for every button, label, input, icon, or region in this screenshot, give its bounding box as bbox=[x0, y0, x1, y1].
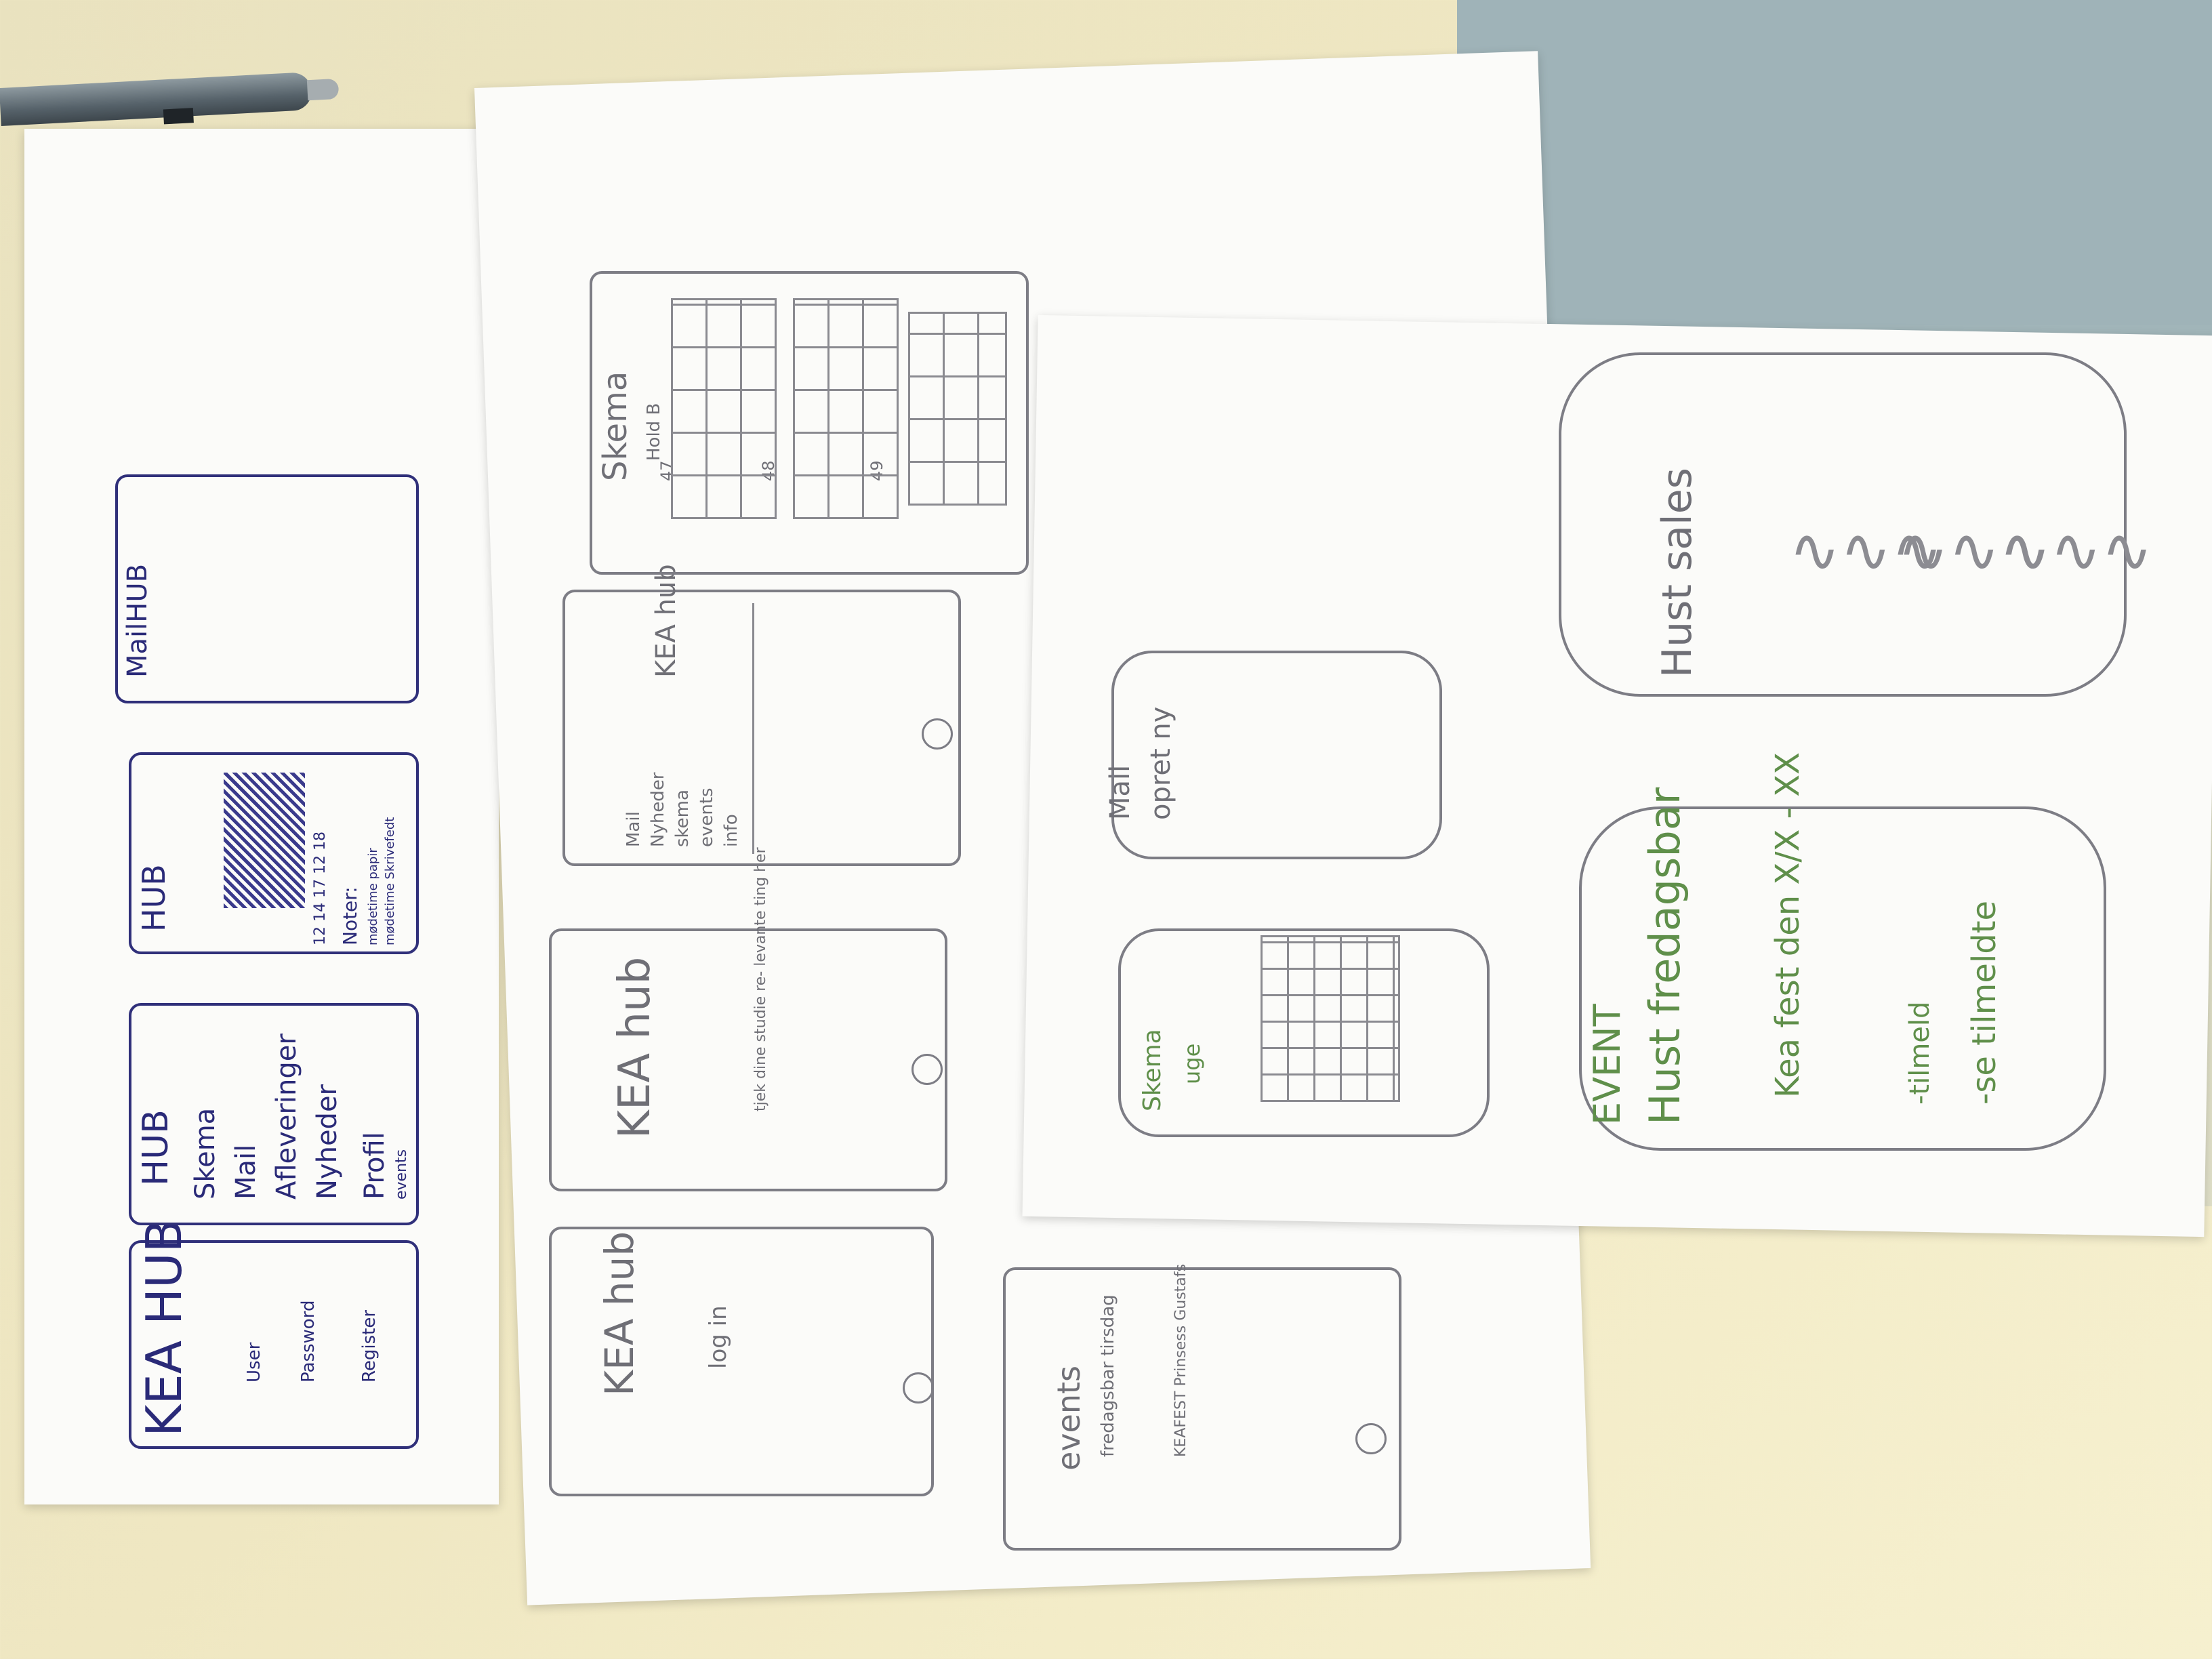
login-brand: KEA hub bbox=[596, 1231, 642, 1396]
skema-title: Skema bbox=[596, 371, 634, 481]
skema-subtitle: Hold B bbox=[644, 403, 664, 461]
menu-brand: KEA hub bbox=[651, 564, 682, 678]
mailhub-sketch bbox=[115, 474, 419, 703]
register-label: Register bbox=[359, 1309, 380, 1382]
user-label: User bbox=[244, 1342, 264, 1382]
skema-card bbox=[1118, 928, 1490, 1137]
events-title: events bbox=[1050, 1366, 1087, 1471]
menu-item-mail-2: Mail bbox=[623, 811, 644, 847]
mail-title: Mail bbox=[1105, 764, 1136, 820]
splash-wireframe bbox=[549, 928, 947, 1191]
skema-grid-2 bbox=[793, 298, 899, 519]
menu-item-skema-2: skema bbox=[672, 790, 693, 847]
skema-grid-1 bbox=[671, 298, 777, 519]
menu-item-skema: Skema bbox=[190, 1107, 221, 1200]
menu-item-nyheder-2: Nyheder bbox=[648, 772, 668, 848]
window-shadow bbox=[1457, 0, 2212, 380]
skema-card-tag: uge bbox=[1179, 1043, 1205, 1084]
login-wireframe bbox=[549, 1227, 934, 1496]
hust-wave-3: ∿∿∿ bbox=[1999, 515, 2153, 586]
password-label: Password bbox=[298, 1300, 319, 1382]
hust-wave-2: ∿∿∿ bbox=[1898, 515, 2051, 586]
event-body: Kea fest den X/X - XX bbox=[1769, 752, 1807, 1098]
splash-brand: KEA hub bbox=[610, 956, 660, 1139]
skema-card-grid bbox=[1261, 935, 1400, 1102]
events-item-1: fredagsbar tirsdag bbox=[1098, 1294, 1118, 1457]
hub-title: HUB bbox=[136, 864, 172, 932]
hub-schedule-fill bbox=[224, 773, 305, 908]
hust-sales-card bbox=[1559, 352, 2127, 697]
menu-item-info-2: info bbox=[721, 814, 741, 847]
hub-numbers: 12 14 17 12 18 bbox=[312, 832, 329, 945]
mail-card bbox=[1111, 651, 1442, 859]
skema-grid-3 bbox=[908, 312, 1007, 506]
login-text: log in bbox=[705, 1305, 732, 1369]
events-home-button bbox=[1355, 1423, 1387, 1454]
menu-divider bbox=[752, 603, 754, 854]
skema-wireframe bbox=[590, 271, 1029, 575]
event-signup-1: -tilmeld bbox=[1904, 1001, 1936, 1105]
event-title: Hust fredagsbar bbox=[1640, 787, 1689, 1125]
login-title: KEA HUB bbox=[136, 1218, 192, 1437]
menu-item-mail: Mail bbox=[230, 1144, 262, 1200]
hust-sales-title: Hust sales bbox=[1654, 468, 1701, 678]
hub-notes-line-2: mødetime Skrivefedt bbox=[383, 817, 397, 945]
splash-subtitle: tjek dine studie re- levante ting her bbox=[752, 847, 769, 1111]
events-wireframe bbox=[1003, 1267, 1401, 1551]
hust-wave-1: ∿∿∿ bbox=[1789, 515, 1943, 586]
login-home-button bbox=[903, 1372, 934, 1404]
login-sketch bbox=[129, 1240, 419, 1449]
mail-subtitle: opret ny bbox=[1145, 706, 1176, 820]
menu-item-nyheder: Nyheder bbox=[312, 1084, 343, 1200]
events-item-2: KEAFEST Prinsess Gustafs bbox=[1172, 1264, 1189, 1457]
event-signup-2: -se tilmeldte bbox=[1965, 900, 2003, 1105]
menu-item-afleveringer: Afleveringer bbox=[271, 1033, 302, 1200]
splash-home-button bbox=[912, 1054, 943, 1085]
menu-wireframe bbox=[562, 590, 961, 866]
event-label: EVENT bbox=[1586, 1004, 1629, 1125]
menu-item-events-2: events bbox=[697, 787, 717, 847]
menu-item-events: events bbox=[393, 1149, 410, 1200]
menu-item-profil: Profil bbox=[359, 1132, 390, 1200]
menu-home-button bbox=[922, 718, 953, 750]
menu-title: HUB bbox=[136, 1109, 176, 1186]
skema-card-title: Skema bbox=[1139, 1029, 1166, 1111]
pen bbox=[0, 72, 340, 126]
menu-sketch bbox=[129, 1003, 419, 1225]
hub-notes-line-1: mødetime papir bbox=[366, 848, 380, 945]
mailhub-title: MailHUB bbox=[122, 563, 153, 678]
event-card bbox=[1579, 806, 2106, 1151]
hub-notes-label: Noter: bbox=[339, 886, 361, 945]
hub-schedule-sketch bbox=[129, 752, 419, 954]
